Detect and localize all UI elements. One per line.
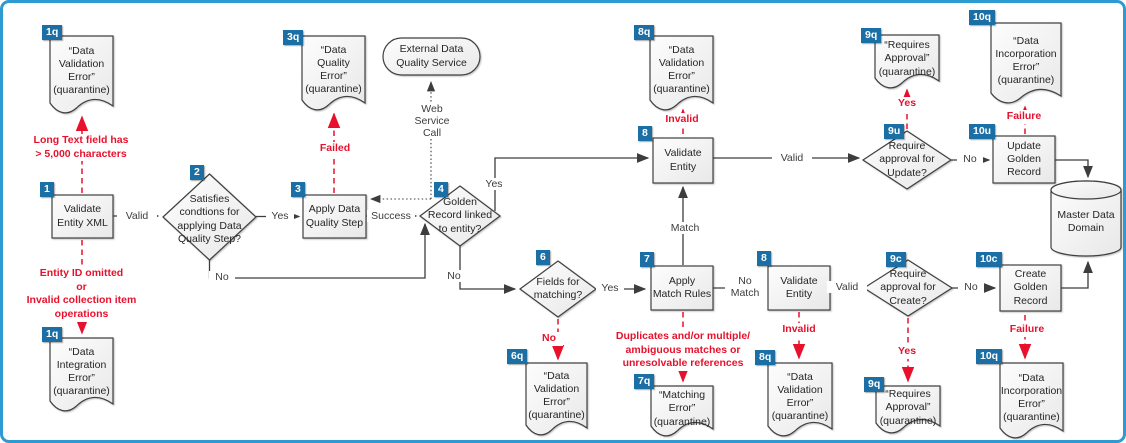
- badge-8q-bottom: 8q: [755, 350, 776, 365]
- label-validate-entity-bottom: Validate Entity: [780, 274, 818, 300]
- doc-7q-matching-error: [650, 385, 714, 437]
- badge-9c: 9c: [886, 252, 906, 267]
- annotation-invalid-bottom: Invalid: [778, 323, 820, 337]
- edge-label-success: Success: [367, 210, 415, 223]
- edge-label-yes-4: Yes: [480, 178, 508, 191]
- badge-6q: 6q: [507, 349, 528, 364]
- label-doc-6q: “Data Validation Error” (quarantine): [528, 369, 585, 422]
- label-require-approval-create: Require approval for Create?: [880, 268, 936, 307]
- doc-6q-data-validation-error: [525, 362, 588, 436]
- doc-10q-data-incorporation-error-bottom: [999, 362, 1064, 439]
- label-doc-3q: “Data Quality Error” (quarantine): [305, 43, 362, 96]
- annotation-failed: Failed: [314, 142, 356, 156]
- annotation-invalid-top: Invalid: [661, 113, 703, 127]
- diagram-shapes-and-connectors: [49, 22, 1122, 439]
- label-doc-8q-bottom: “Data Validation Error” (quarantine): [771, 370, 829, 423]
- doc-10q-data-incorporation-error-top: [990, 22, 1062, 104]
- label-golden-record-linked: Golden Record linked to entity?: [427, 196, 493, 235]
- annotation-failure-10u: Failure: [1001, 110, 1047, 124]
- edge-label-no-4: No: [441, 270, 467, 283]
- label-doc-10q-bottom: “Data Incorporation Error” (quarantine): [1000, 371, 1063, 424]
- dotted-connectors: [369, 80, 436, 204]
- badge-10q-top: 10q: [969, 10, 996, 25]
- badge-10u: 10u: [969, 124, 996, 139]
- process-validate-entity-bottom: [767, 265, 831, 311]
- label-create-golden-record: Create Golden Record: [1013, 268, 1048, 307]
- badge-3: 3: [291, 182, 305, 197]
- annotation-entity-id-omitted: Entity ID omitted or Invalid collection …: [4, 267, 159, 322]
- badge-7q: 7q: [634, 374, 655, 389]
- annotation-long-text-field: Long Text field has > 5,000 characters: [11, 134, 151, 162]
- edge-label-no-9u: No: [957, 153, 983, 166]
- label-apply-match-rules: Apply Match Rules: [652, 274, 712, 300]
- badge-4: 4: [434, 182, 448, 197]
- edge-label-valid-8-top: Valid: [772, 152, 812, 165]
- edge-no-4-6: [459, 246, 517, 294]
- label-fields-for-matching: Fields for matching?: [533, 275, 583, 301]
- badge-1: 1: [40, 182, 54, 197]
- label-require-approval-update: Require approval for Update?: [879, 140, 935, 179]
- edge-10c-cylinder: [1061, 260, 1093, 289]
- label-doc-10q-top: “Data Incorporation Error” (quarantine): [995, 34, 1057, 87]
- badge-1q-top: 1q: [42, 25, 63, 40]
- badge-10q-bottom: 10q: [976, 349, 1003, 364]
- process-apply-data-quality-step: [302, 194, 367, 239]
- edge-label-no-9c: No: [958, 281, 984, 294]
- annotation-yes-9u: Yes: [891, 97, 923, 111]
- edge-label-match: Match: [663, 222, 707, 235]
- edge-label-no-match: No Match: [725, 275, 765, 300]
- label-validate-entity-top: Validate Entity: [664, 147, 702, 173]
- annotation-duplicates: Duplicates and/or multiple/ ambiguous ma…: [614, 330, 752, 371]
- edge-label-valid-1: Valid: [117, 210, 157, 223]
- doc-9q-requires-approval-top: [874, 34, 940, 89]
- annotation-failure-10c: Failure: [1004, 323, 1050, 337]
- doc-9q-requires-approval-bottom: [875, 385, 941, 434]
- badge-10c: 10c: [976, 252, 1002, 267]
- edge-no-2-4: [208, 222, 430, 279]
- doc-1q-data-integration-error: [49, 337, 114, 412]
- badge-8-top: 8: [638, 126, 652, 141]
- edge-label-valid-8-bottom: Valid: [827, 281, 867, 294]
- label-doc-1q-top: “Data Validation Error” (quarantine): [53, 44, 110, 97]
- badge-3q: 3q: [283, 30, 304, 45]
- terminator-external-data-quality-service: [382, 37, 481, 76]
- badge-9q-top: 9q: [861, 28, 882, 43]
- edge-label-no-2: No: [209, 271, 235, 284]
- doc-1q-data-validation-error: [49, 35, 114, 114]
- process-create-golden-record: [999, 264, 1062, 312]
- edge-label-yes-6: Yes: [596, 282, 624, 295]
- label-satisfies-conditions: Satisfies condtions for applying Data Qu…: [177, 193, 242, 245]
- badge-6: 6: [536, 250, 550, 265]
- annotation-yes-9c: Yes: [891, 345, 923, 359]
- datastore-top-rim: [1050, 180, 1122, 200]
- label-doc-7q: “Matching Error” (quarantine): [653, 389, 711, 428]
- label-apply-data-quality-step: Apply Data Quality Step: [305, 203, 364, 229]
- edge-yes-4-8: [494, 153, 650, 211]
- doc-8q-data-validation-error-bottom: [767, 362, 833, 437]
- process-validate-entity-xml: [51, 194, 114, 239]
- annotation-no-6: No: [535, 332, 563, 346]
- badge-9u: 9u: [884, 124, 905, 139]
- badge-9q-bottom: 9q: [864, 377, 885, 392]
- label-external-data-quality-service: External Data Quality Service: [396, 43, 467, 69]
- doc-8q-data-validation-error-top: [649, 35, 714, 111]
- edge-label-yes-2: Yes: [266, 210, 294, 223]
- process-update-golden-record: [992, 135, 1056, 184]
- label-update-golden-record: Update Golden Record: [1007, 139, 1041, 178]
- badge-8-bottom: 8: [757, 251, 771, 266]
- label-doc-9q-top: “Requires Approval” (quarantine): [878, 39, 936, 78]
- label-master-data-domain: Master Data Domain: [1057, 208, 1115, 234]
- badge-1q-bottom: 1q: [42, 327, 63, 342]
- edge-10u-cylinder: [1055, 159, 1093, 179]
- edge-label-web-service-call: Web Service Call: [405, 103, 459, 140]
- label-validate-entity-xml: Validate Entity XML: [57, 203, 108, 229]
- badge-7: 7: [640, 252, 654, 267]
- doc-3q-data-quality-error: [301, 35, 366, 111]
- label-doc-8q-top: “Data Validation Error” (quarantine): [653, 43, 710, 96]
- label-doc-1q-bottom: “Data Integration Error” (quarantine): [53, 345, 110, 398]
- badge-8q-top: 8q: [634, 25, 655, 40]
- label-doc-9q-bottom: “Requires Approval” (quarantine): [879, 388, 937, 427]
- process-validate-entity-top: [652, 137, 714, 184]
- badge-2: 2: [190, 165, 204, 180]
